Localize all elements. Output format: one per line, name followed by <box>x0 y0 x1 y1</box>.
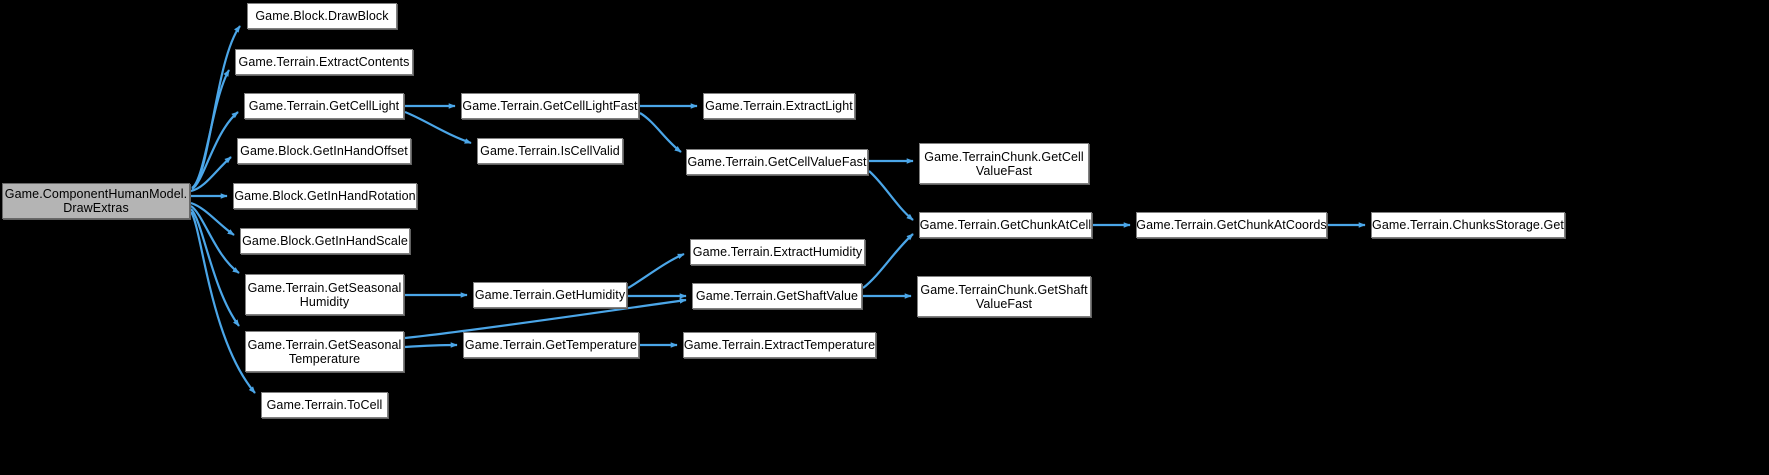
graph-node[interactable]: Game.TerrainChunk.GetCell ValueFast <box>919 143 1089 184</box>
graph-node[interactable]: Game.Terrain.GetShaftValue <box>692 283 862 309</box>
graph-node[interactable]: Game.Terrain.GetHumidity <box>473 282 627 308</box>
graph-node[interactable]: Game.Block.DrawBlock <box>247 3 397 29</box>
graph-node[interactable]: Game.Terrain.GetSeasonal Temperature <box>245 331 404 372</box>
graph-node[interactable]: Game.Block.GetInHandScale <box>240 228 410 254</box>
graph-node[interactable]: Game.Terrain.ToCell <box>261 392 388 418</box>
call-edge <box>191 25 241 189</box>
call-edge <box>191 111 239 190</box>
call-edge <box>862 233 914 289</box>
graph-node[interactable]: Game.Terrain.ExtractHumidity <box>690 239 865 265</box>
call-edge <box>627 252 685 289</box>
graph-node[interactable]: Game.Block.GetInHandRotation <box>233 183 417 209</box>
graph-node[interactable]: Game.Terrain.GetCellValueFast <box>686 149 868 175</box>
call-edge <box>190 201 235 236</box>
graph-node-root[interactable]: Game.ComponentHumanModel. DrawExtras <box>2 183 190 219</box>
graph-node[interactable]: Game.Block.GetInHandOffset <box>237 138 411 164</box>
graph-node[interactable]: Game.Terrain.ExtractTemperature <box>683 332 876 358</box>
call-edge <box>404 342 458 349</box>
graph-node[interactable]: Game.Terrain.IsCellValid <box>477 138 623 164</box>
graph-node[interactable]: Game.Terrain.GetCellLightFast <box>461 93 639 119</box>
graph-node[interactable]: Game.Terrain.GetSeasonal Humidity <box>245 274 404 315</box>
call-edge <box>868 170 914 221</box>
graph-node[interactable]: Game.Terrain.GetChunkAtCell <box>919 212 1092 238</box>
graph-node[interactable]: Game.Terrain.ExtractLight <box>703 93 855 119</box>
graph-node[interactable]: Game.Terrain.ChunksStorage.Get <box>1371 212 1565 238</box>
call-edge <box>190 205 240 274</box>
graph-node[interactable]: Game.Terrain.GetTemperature <box>463 332 639 358</box>
call-edge <box>191 69 230 189</box>
graph-node[interactable]: Game.TerrainChunk.GetShaft ValueFast <box>917 276 1091 317</box>
graph-node[interactable]: Game.Terrain.ExtractContents <box>235 49 413 75</box>
graph-node[interactable]: Game.Terrain.GetCellLight <box>244 93 404 119</box>
graph-node[interactable]: Game.Terrain.GetChunkAtCoords <box>1136 212 1327 238</box>
call-edge <box>190 208 240 327</box>
call-edge <box>190 156 232 193</box>
call-edge <box>639 112 682 153</box>
